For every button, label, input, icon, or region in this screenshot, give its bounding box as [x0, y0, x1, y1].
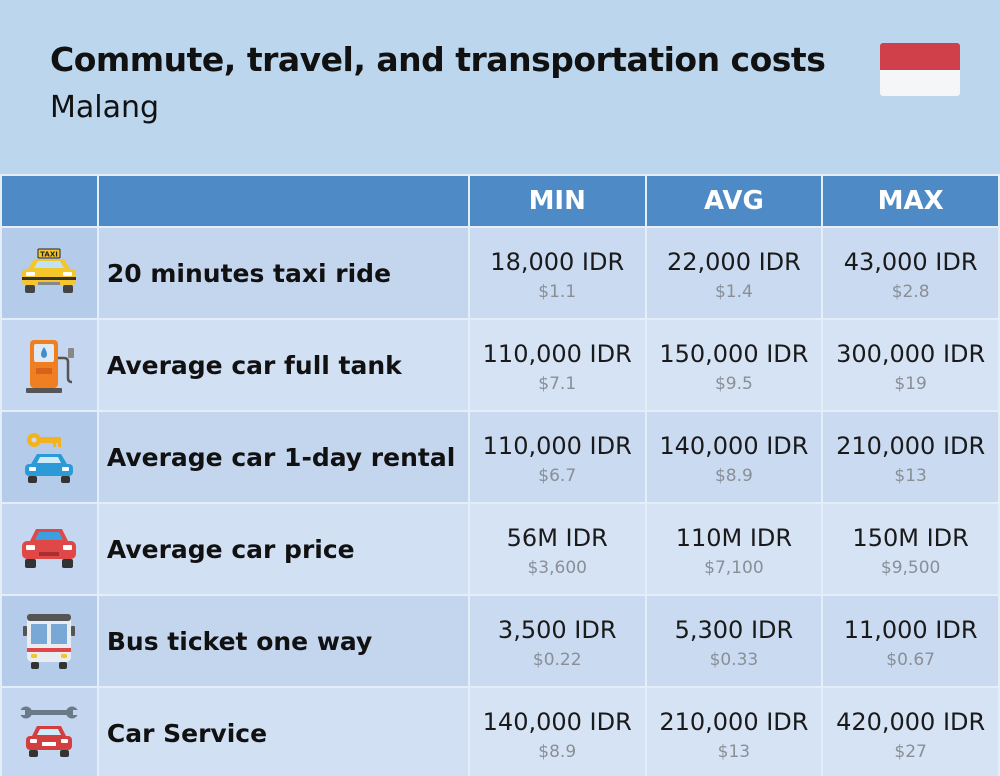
max-usd: $13 [894, 466, 927, 486]
table-row: Average car full tank 110,000 IDR $7.1 1… [0, 318, 1000, 412]
avg-usd: $9.5 [714, 374, 753, 394]
row-icon-cell [0, 410, 99, 504]
row-label: Bus ticket one way [96, 594, 470, 688]
car-key-icon [25, 433, 74, 483]
page-title: Commute, travel, and transportation cost… [50, 40, 826, 79]
avg-usd: $7,100 [704, 558, 764, 578]
table-row: Average car 1-day rental 110,000 IDR $6.… [0, 410, 1000, 504]
min-cell: 18,000 IDR $1.1 [467, 226, 647, 320]
avg-usd: $13 [717, 742, 751, 762]
row-label: Average car 1-day rental [96, 410, 470, 504]
row-label: 20 minutes taxi ride [96, 226, 470, 320]
taxi-icon: TAXI [22, 248, 77, 293]
table-row: Bus ticket one way 3,500 IDR $0.22 5,300… [0, 594, 1000, 688]
avg-cell: 140,000 IDR $8.9 [644, 410, 824, 504]
max-value: 11,000 IDR [843, 616, 978, 644]
max-value: 300,000 IDR [836, 340, 986, 368]
city-name: Malang [50, 90, 160, 125]
row-icon-cell [0, 594, 99, 688]
avg-usd: $8.9 [714, 466, 753, 486]
min-cell: 56M IDR $3,600 [467, 502, 647, 596]
row-label: Average car full tank [96, 318, 470, 412]
car-icon [22, 529, 77, 568]
min-value: 56M IDR [506, 524, 608, 552]
row-label: Average car price [96, 502, 470, 596]
indonesia-flag-icon [880, 43, 960, 96]
header-avg: AVG [644, 174, 824, 228]
min-value: 110,000 IDR [482, 432, 632, 460]
car-service-icon [20, 706, 79, 757]
avg-value: 140,000 IDR [659, 432, 809, 460]
min-usd: $0.22 [532, 650, 582, 670]
max-usd: $27 [894, 742, 927, 762]
avg-cell: 150,000 IDR $9.5 [644, 318, 824, 412]
row-label: Car Service [96, 686, 470, 776]
table-row: Car Service 140,000 IDR $8.9 210,000 IDR… [0, 686, 1000, 776]
min-cell: 110,000 IDR $6.7 [467, 410, 647, 504]
min-usd: $1.1 [538, 282, 577, 302]
min-cell: 3,500 IDR $0.22 [467, 594, 647, 688]
min-cell: 110,000 IDR $7.1 [467, 318, 647, 412]
avg-value: 150,000 IDR [659, 340, 809, 368]
min-usd: $7.1 [538, 374, 577, 394]
min-value: 110,000 IDR [482, 340, 632, 368]
min-value: 140,000 IDR [482, 708, 632, 736]
row-icon-cell [0, 318, 99, 412]
table-header-row: MIN AVG MAX [0, 174, 1000, 228]
row-icon-cell: TAXI [0, 226, 99, 320]
header-icon-cell [0, 174, 99, 228]
min-value: 18,000 IDR [490, 248, 625, 276]
max-cell: 11,000 IDR $0.67 [821, 594, 1000, 688]
avg-cell: 5,300 IDR $0.33 [644, 594, 824, 688]
min-usd: $3,600 [527, 558, 587, 578]
avg-value: 110M IDR [675, 524, 793, 552]
avg-cell: 110M IDR $7,100 [644, 502, 824, 596]
max-cell: 150M IDR $9,500 [821, 502, 1000, 596]
svg-text:TAXI: TAXI [41, 251, 59, 259]
page-header: Commute, travel, and transportation cost… [0, 0, 1000, 174]
max-usd: $9,500 [880, 558, 941, 578]
avg-value: 210,000 IDR [659, 708, 809, 736]
table-row: TAXI 20 minutes taxi ride 18,000 IDR $1.… [0, 226, 1000, 320]
max-value: 150M IDR [852, 524, 969, 552]
min-usd: $6.7 [538, 466, 577, 486]
avg-value: 5,300 IDR [674, 616, 794, 644]
row-icon-cell [0, 502, 99, 596]
min-value: 3,500 IDR [497, 616, 617, 644]
cost-table: MIN AVG MAX TAXI [0, 174, 1000, 776]
max-cell: 300,000 IDR $19 [821, 318, 1000, 412]
header-min: MIN [467, 174, 647, 228]
max-cell: 420,000 IDR $27 [821, 686, 1000, 776]
max-value: 210,000 IDR [836, 432, 986, 460]
max-usd: $19 [894, 374, 927, 394]
max-value: 43,000 IDR [843, 248, 978, 276]
min-cell: 140,000 IDR $8.9 [467, 686, 647, 776]
max-usd: $2.8 [891, 282, 930, 302]
table-row: Average car price 56M IDR $3,600 110M ID… [0, 502, 1000, 596]
max-usd: $0.67 [886, 650, 935, 670]
avg-usd: $0.33 [709, 650, 759, 670]
header-max: MAX [821, 174, 1000, 228]
max-cell: 43,000 IDR $2.8 [821, 226, 1000, 320]
bus-icon [23, 614, 76, 669]
max-cell: 210,000 IDR $13 [821, 410, 1000, 504]
avg-cell: 210,000 IDR $13 [644, 686, 824, 776]
avg-usd: $1.4 [714, 282, 753, 302]
row-icon-cell [0, 686, 99, 776]
min-usd: $8.9 [538, 742, 577, 762]
avg-cell: 22,000 IDR $1.4 [644, 226, 824, 320]
avg-value: 22,000 IDR [666, 248, 801, 276]
fuel-pump-icon [26, 340, 75, 393]
header-label-cell [96, 174, 470, 228]
max-value: 420,000 IDR [836, 708, 986, 736]
